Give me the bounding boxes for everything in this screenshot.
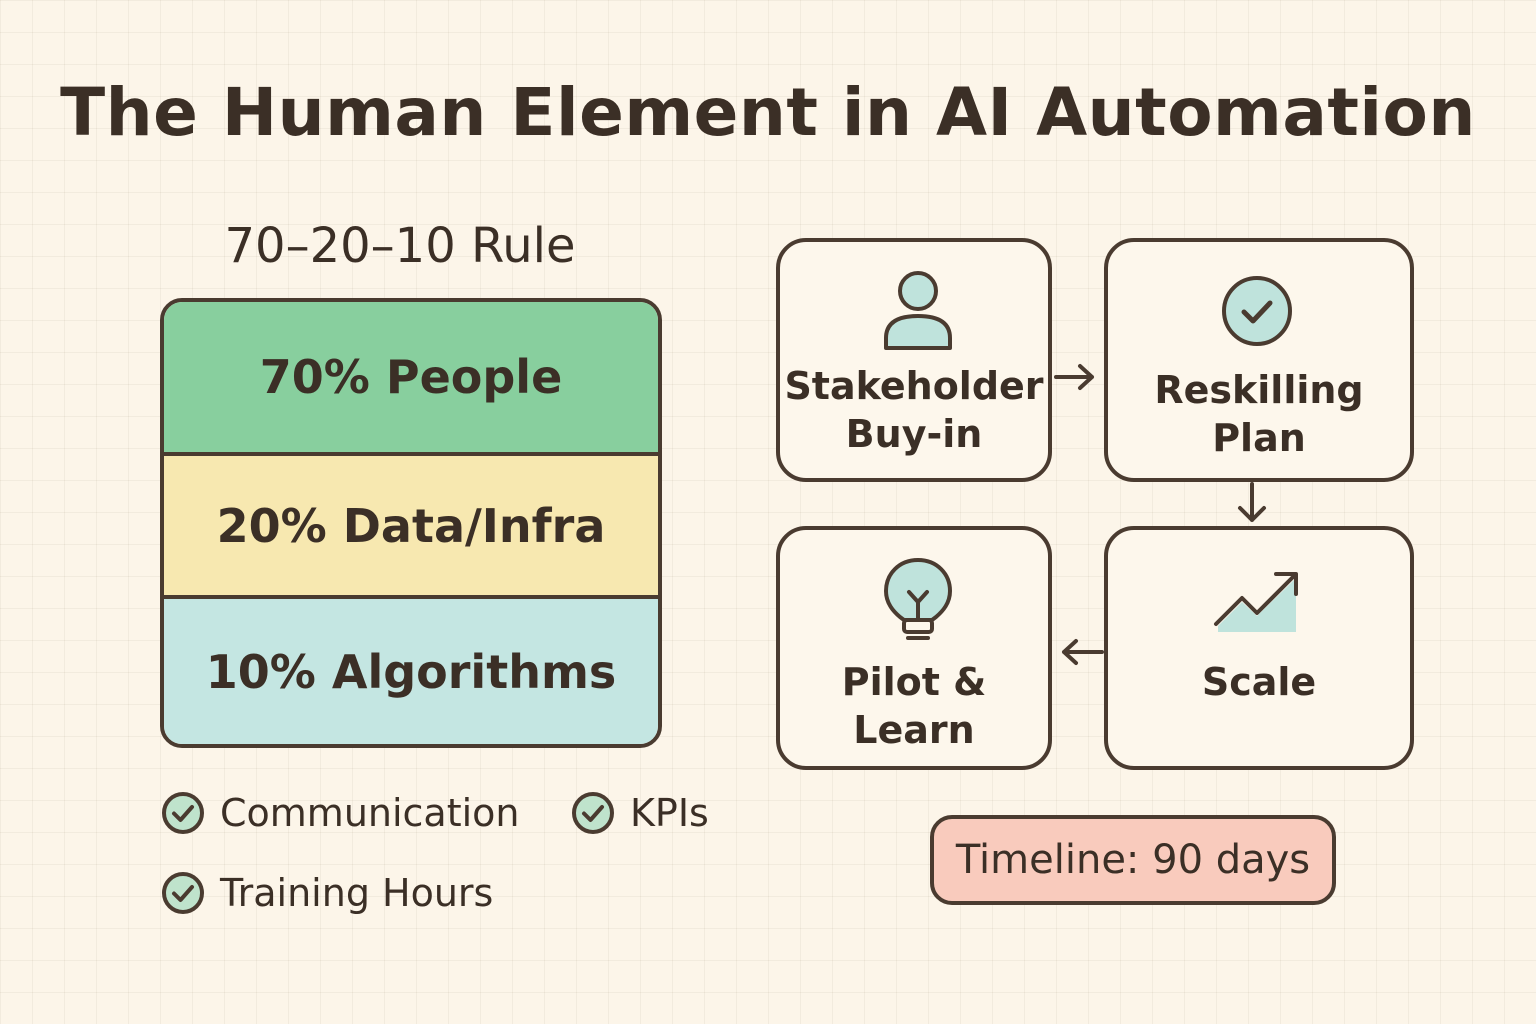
check-circle-icon	[572, 792, 614, 834]
person-icon	[884, 271, 952, 350]
step-label: Pilot & Learn	[841, 660, 987, 752]
step-pilot-and-learn: Pilot & Learn	[776, 526, 1052, 770]
arrow-left-icon	[1062, 639, 1104, 665]
check-circle-icon	[1222, 276, 1292, 346]
trend-up-icon	[1214, 572, 1298, 632]
page-title: The Human Element in AI Automation	[60, 74, 1476, 151]
step-label: Scale	[1201, 660, 1317, 704]
check-circle-icon	[162, 792, 204, 834]
timeline-badge: Timeline: 90 days	[930, 815, 1336, 905]
checklist-item: Communication	[160, 790, 520, 836]
rule-heading: 70–20–10 Rule	[224, 218, 576, 274]
rule-breakdown-box: 70% People 20% Data/Infra 10% Algorithms	[160, 298, 662, 748]
rule-band-data-infra: 20% Data/Infra	[164, 456, 658, 599]
lightbulb-icon	[884, 558, 952, 640]
step-reskilling-plan: Reskilling Plan	[1104, 238, 1414, 482]
arrow-right-icon	[1054, 364, 1094, 390]
step-label: Stakeholder Buy-in	[784, 364, 1044, 456]
checklist-item: KPIs	[570, 790, 709, 836]
step-label: Reskilling Plan	[1154, 368, 1364, 460]
checklist-item-label: Training Hours	[220, 871, 494, 915]
arrow-down-icon	[1238, 482, 1266, 522]
checklist-item: Training Hours	[160, 870, 493, 916]
checklist-item-label: KPIs	[630, 791, 709, 835]
step-scale: Scale	[1104, 526, 1414, 770]
rule-band-algorithms: 10% Algorithms	[164, 599, 658, 744]
check-circle-icon	[162, 872, 204, 914]
checklist: Communication KPIs Training Hours	[160, 790, 760, 940]
step-stakeholder-buy-in: Stakeholder Buy-in	[776, 238, 1052, 482]
checklist-item-label: Communication	[220, 791, 520, 835]
rule-band-people: 70% People	[164, 302, 658, 456]
